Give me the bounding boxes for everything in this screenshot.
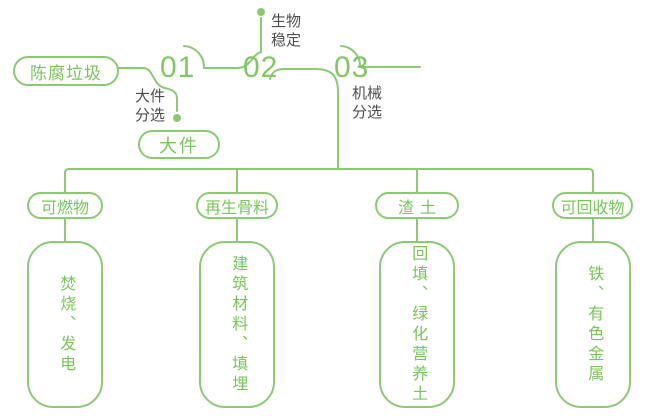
line-step1-to-step2 bbox=[183, 17, 262, 69]
branch-pill-recyclables-label: 可回收物 bbox=[560, 199, 625, 217]
step-label-bio-stabilization: 生物稳定 bbox=[271, 13, 302, 49]
step-label-mechanical-sorting: 机械分选 bbox=[352, 85, 383, 121]
step-number-01: 01 bbox=[160, 51, 196, 84]
branch-box-recycled-aggregate: 建筑材料、填埋 bbox=[199, 241, 275, 408]
branch-box-slag-text: 回填、绿化营养土 bbox=[409, 244, 427, 405]
branch-box-recyclables: 铁、有色金属 bbox=[555, 241, 631, 408]
branch-box-recyclables-text: 铁、有色金属 bbox=[585, 264, 603, 385]
branch-box-combustibles-text: 焚烧、发电 bbox=[57, 274, 75, 375]
branch-box-recycled-aggregate-text: 建筑材料、填埋 bbox=[229, 254, 247, 395]
source-pill-label: 陈腐垃圾 bbox=[30, 63, 102, 83]
branch-pill-recyclables: 可回收物 bbox=[552, 192, 633, 219]
branch-pill-combustibles-label: 可燃物 bbox=[40, 199, 89, 217]
line-step2-to-step3 bbox=[269, 68, 339, 170]
line-source-to-step1 bbox=[118, 67, 178, 112]
source-pill: 陈腐垃圾 bbox=[13, 56, 119, 86]
line-step3-out bbox=[340, 45, 421, 68]
branch-pill-slag-label: 渣土 bbox=[397, 199, 442, 217]
branch-box-slag: 回填、绿化营养土 bbox=[379, 241, 455, 408]
distributor-rail bbox=[64, 168, 594, 193]
branch-pill-slag: 渣土 bbox=[375, 192, 459, 219]
bulky-node-dot bbox=[173, 114, 181, 122]
step-number-02: 02 bbox=[243, 51, 279, 84]
branch-pill-recycled-aggregate-label: 再生骨料 bbox=[204, 199, 269, 217]
bulky-output-label: 大件 bbox=[159, 135, 199, 156]
branch-box-combustibles: 焚烧、发电 bbox=[27, 241, 103, 408]
branch-pill-combustibles: 可燃物 bbox=[27, 192, 103, 219]
bio-node-dot bbox=[257, 8, 265, 16]
bulky-output-pill: 大件 bbox=[138, 130, 220, 159]
step-number-03: 03 bbox=[334, 51, 370, 84]
step-label-bulky-sorting: 大件分选 bbox=[135, 88, 166, 124]
branch-pill-recycled-aggregate: 再生骨料 bbox=[196, 192, 278, 219]
